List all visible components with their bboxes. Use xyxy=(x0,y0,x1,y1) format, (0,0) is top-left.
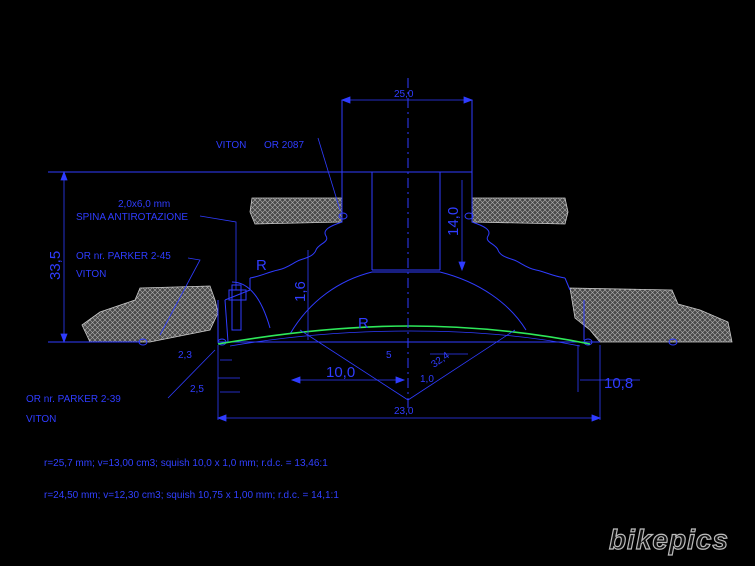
label-dim-12: 1,0 xyxy=(420,374,434,385)
label-dim-base: 23,0 xyxy=(394,406,414,417)
label-pin-name: SPINA ANTIROTAZIONE xyxy=(76,212,188,223)
watermark-logo: bikepics xyxy=(608,523,729,555)
label-dim-324: 32,4 xyxy=(429,350,452,370)
label-dim-108: 10,8 xyxy=(604,375,633,392)
label-bore-width: 25,0 xyxy=(394,89,414,100)
label-r-dome: R xyxy=(358,315,369,332)
hatch-mid-right xyxy=(569,287,733,343)
note-config-1: r=25,7 mm; v=13,00 cm3; squish 10,0 x 1,… xyxy=(44,458,328,469)
label-height-total: 33,5 xyxy=(47,251,64,280)
label-viton-top: VITON xyxy=(216,140,246,151)
label-dim-10: 10,0 xyxy=(326,364,355,381)
label-dim-23: 2,3 xyxy=(178,350,192,361)
label-depth-14: 14,0 xyxy=(445,207,462,236)
piston-crown-inner xyxy=(229,330,581,347)
piston-crown xyxy=(217,325,591,345)
dimension-lines xyxy=(60,96,640,422)
label-or-2087: OR 2087 xyxy=(264,140,304,151)
label-pin-size: 2,0x6,0 mm xyxy=(118,199,170,210)
label-r-left: R xyxy=(256,257,267,274)
outline-lines xyxy=(48,100,678,346)
hatch-top-left xyxy=(249,197,343,225)
label-dim-25: 2,5 xyxy=(190,384,204,395)
hatch-top-right xyxy=(471,197,569,225)
note-config-2: r=24,50 mm; v=12,30 cm3; squish 10,75 x … xyxy=(44,490,339,501)
label-or-parker-239: OR nr. PARKER 2-39 xyxy=(26,394,121,405)
label-dim-5: 5 xyxy=(386,350,392,361)
label-viton-bottom: VITON xyxy=(26,414,56,425)
label-depth-16: 1,6 xyxy=(292,281,309,302)
label-viton-mid: VITON xyxy=(76,269,106,280)
label-or-parker-245: OR nr. PARKER 2-45 xyxy=(76,251,171,262)
hatch-mid-left xyxy=(81,285,219,343)
